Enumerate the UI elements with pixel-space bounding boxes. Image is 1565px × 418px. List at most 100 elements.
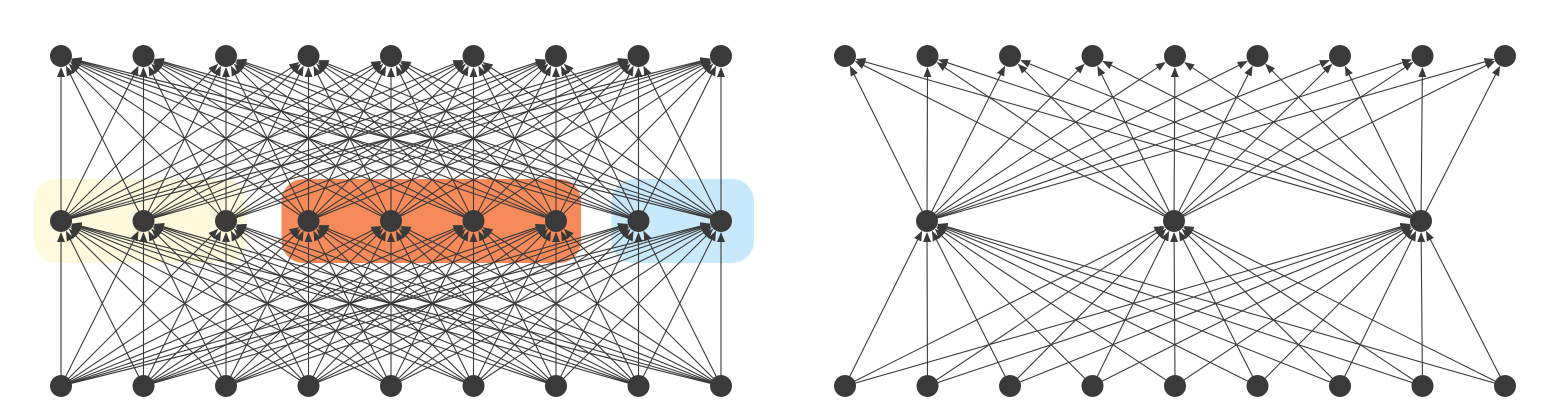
connection-arrow	[153, 59, 557, 222]
output-node	[545, 45, 567, 67]
output-node	[297, 45, 320, 67]
connection-arrow	[71, 223, 557, 387]
connection-arrow	[937, 224, 1341, 387]
connection-arrow	[70, 62, 309, 222]
connection-arrow	[923, 232, 932, 387]
connection-arrow	[153, 224, 557, 387]
connection-arrow	[143, 225, 464, 387]
connection-arrow	[1102, 60, 1422, 222]
connection-arrow	[236, 223, 722, 387]
connection-arrow	[70, 227, 309, 387]
connection-arrow	[235, 62, 474, 222]
connection-arrow	[936, 227, 1176, 387]
connection-arrow	[390, 60, 712, 222]
connection-arrow	[1173, 63, 1333, 222]
connection-arrow	[555, 63, 714, 222]
output-node	[999, 45, 1021, 67]
connection-arrow	[225, 59, 629, 222]
connection-arrow	[481, 63, 639, 222]
connection-arrow	[923, 67, 932, 222]
connection-arrow	[926, 57, 1495, 222]
connection-arrow	[225, 223, 711, 387]
connection-arrow	[60, 65, 139, 222]
connection-arrow	[225, 225, 547, 387]
connection-arrow	[395, 65, 474, 222]
connection-arrow	[555, 230, 634, 387]
connection-arrow	[308, 65, 387, 222]
input-node	[1081, 375, 1104, 397]
connection-arrow	[638, 230, 717, 387]
connection-arrow	[143, 222, 711, 387]
output-node	[1246, 45, 1269, 67]
connection-arrow	[316, 63, 474, 222]
connection-arrow	[927, 223, 1411, 387]
connection-arrow	[308, 228, 466, 387]
output-node	[215, 45, 237, 67]
connection-arrow	[225, 65, 304, 222]
connection-arrow	[849, 65, 928, 222]
connection-arrow	[390, 65, 469, 222]
output-node	[50, 45, 72, 67]
input-node	[462, 375, 485, 397]
connection-arrow	[927, 227, 1165, 387]
connection-arrow	[563, 228, 722, 387]
hidden-node	[710, 210, 732, 232]
hidden-node	[916, 210, 938, 232]
connection-arrow	[317, 227, 557, 387]
connection-arrow	[60, 58, 546, 222]
connection-arrow	[1009, 228, 1167, 387]
connection-arrow	[1183, 225, 1506, 387]
left-network	[34, 45, 754, 397]
connection-arrow	[926, 59, 1330, 222]
input-node	[297, 375, 320, 397]
connection-arrow	[235, 227, 474, 387]
connection-arrow	[71, 57, 722, 222]
connection-arrow	[225, 228, 384, 387]
connection-arrow	[560, 230, 639, 387]
connection-arrow	[855, 57, 1422, 222]
connection-arrow	[60, 222, 628, 387]
connection-arrow	[1420, 65, 1501, 222]
connection-arrow	[1344, 65, 1422, 222]
connection-arrow	[151, 228, 309, 387]
connection-arrow	[844, 230, 923, 387]
connection-arrow	[395, 230, 474, 387]
connection-arrow	[316, 228, 474, 387]
connection-arrow	[390, 225, 712, 387]
connection-arrow	[154, 57, 722, 222]
hidden-node	[215, 210, 237, 232]
connection-arrow	[308, 60, 629, 222]
connection-arrow	[473, 230, 552, 387]
input-node	[1494, 375, 1516, 397]
connection-arrow	[926, 63, 1085, 222]
hidden-node	[50, 210, 72, 232]
hidden-node	[627, 210, 650, 232]
connection-arrow	[143, 228, 301, 387]
hidden-node	[297, 210, 320, 232]
connection-arrow	[71, 224, 474, 387]
output-node	[916, 45, 939, 67]
connection-arrow	[926, 62, 1166, 222]
hidden-node	[545, 210, 567, 232]
output-node	[1329, 45, 1351, 67]
connection-arrow	[233, 63, 392, 222]
connection-arrow	[1178, 230, 1258, 387]
connection-arrow	[1170, 67, 1179, 222]
output-node	[1494, 45, 1516, 67]
input-node	[132, 375, 155, 397]
connection-arrow	[1092, 230, 1170, 387]
connection-arrow	[65, 230, 144, 387]
connection-arrow	[60, 63, 219, 222]
output-node	[1411, 45, 1434, 67]
connection-arrow	[1339, 230, 1417, 387]
connection-arrow	[931, 230, 1011, 387]
connection-arrow	[638, 65, 717, 222]
connection-arrow	[926, 65, 1006, 222]
left-network-edges	[57, 57, 725, 387]
connection-arrow	[70, 225, 392, 387]
connection-arrow	[926, 58, 1413, 222]
connection-arrow	[400, 227, 639, 387]
connection-arrow	[71, 57, 639, 222]
output-node	[1164, 45, 1186, 67]
connection-arrow	[70, 60, 392, 222]
